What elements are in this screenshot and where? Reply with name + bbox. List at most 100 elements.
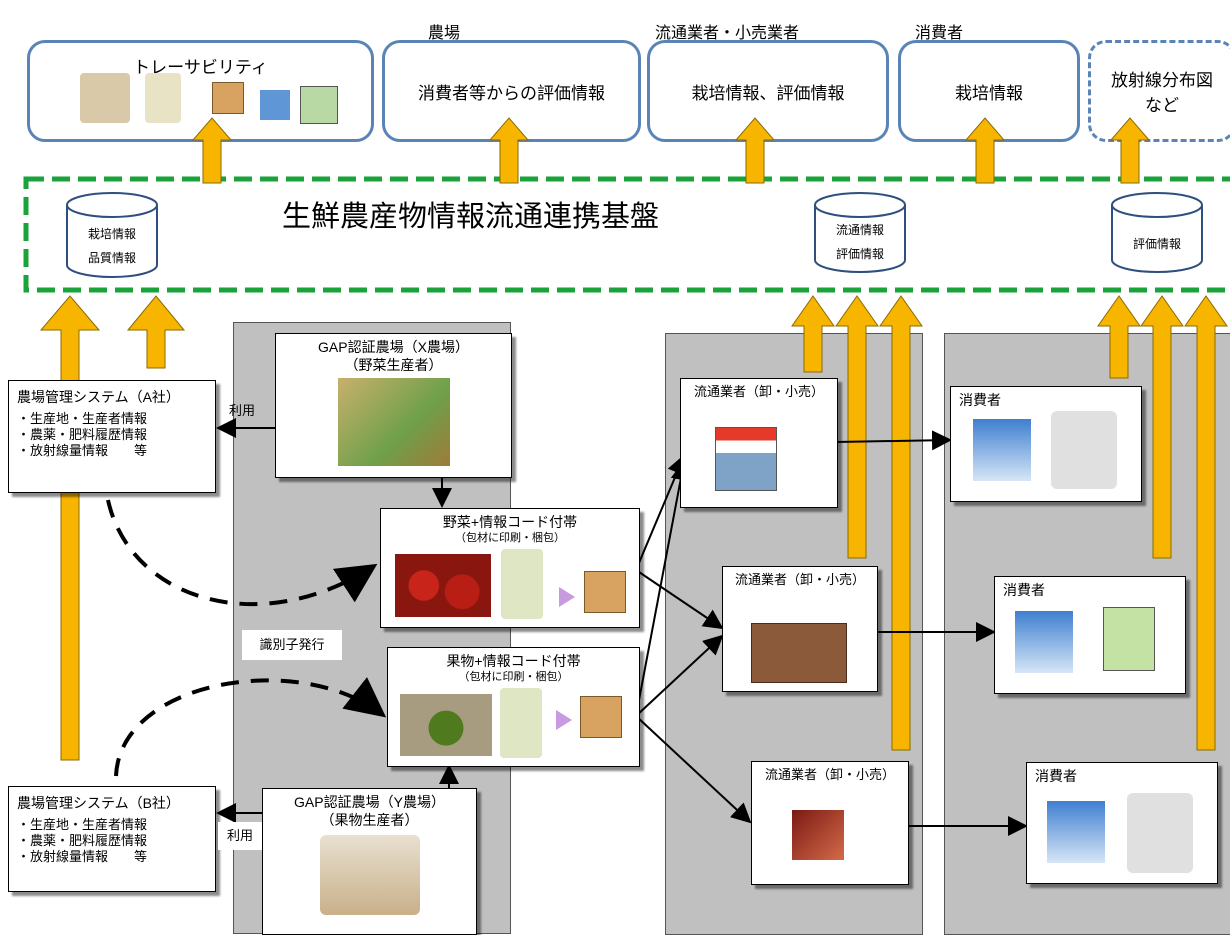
- cart-icon-3: [1127, 793, 1193, 873]
- use-label-a: 利用: [229, 403, 256, 418]
- veg-pack-box: 野菜+情報コード付帯 （包材に印刷・梱包）: [380, 508, 640, 628]
- farm-y-title: GAP認証農場（Y農場）: [294, 794, 445, 810]
- arrow-fruit-d2: [635, 634, 724, 717]
- db-cylinder-2: [814, 192, 906, 273]
- db3-text: 評価情報: [1117, 232, 1197, 256]
- system-a-title: 農場管理システム（A社）: [17, 389, 180, 405]
- id-issue-text: 識別子発行: [259, 637, 325, 652]
- box-icon: [212, 82, 244, 114]
- distributor-box-2: 流通業者（卸・小売）: [722, 566, 878, 692]
- up-arrow-3: [734, 117, 776, 184]
- pack-arrow-icon-2: [556, 710, 572, 730]
- use-label-b-text: 利用: [226, 828, 253, 843]
- farm-x-image: [337, 378, 450, 466]
- farm-y-subtitle: （果物生産者）: [320, 812, 419, 828]
- system-b-title: 農場管理システム（B社）: [17, 795, 180, 811]
- consumer-label: 消費者: [915, 25, 964, 42]
- up-arrow-a-sys: [39, 295, 101, 761]
- system-b-item-1: ・生産地・生産者情報: [17, 817, 148, 832]
- consumer-box-3: 消費者: [1026, 762, 1218, 884]
- fruit-pack-box: 果物+情報コード付帯 （包材に印刷・梱包）: [387, 647, 640, 767]
- up-arrow-dist-3: [879, 295, 923, 751]
- id-issue-label: 識別子発行: [242, 630, 342, 660]
- arrow-fruit-d1: [635, 460, 691, 717]
- packer-icon: [145, 73, 181, 123]
- cart-icon-2: [1103, 607, 1155, 671]
- farm-y-box: GAP認証農場（Y農場） （果物生産者）: [262, 788, 477, 935]
- db-cylinder-1: [66, 192, 158, 278]
- farm-x-subtitle: （野菜生産者）: [344, 357, 443, 373]
- dashed-curve-b: [114, 677, 387, 777]
- system-a-item-1: ・生産地・生産者情報: [17, 411, 148, 426]
- pack-arrow-icon: [559, 587, 575, 607]
- db2-line-1: 流通情報: [835, 223, 884, 237]
- packer-image-2: [500, 688, 542, 758]
- radiation-box: 放射線分布図 など: [1088, 40, 1230, 142]
- fruit-image: [400, 694, 492, 756]
- up-arrow-2: [488, 117, 530, 184]
- up-arrow-a-sys-2: [126, 295, 186, 369]
- db2-text: 流通情報 評価情報: [820, 218, 900, 266]
- arrow-d1-c1: [835, 430, 952, 451]
- fruit-pack-title: 果物+情報コード付帯: [446, 653, 581, 669]
- supermarket-icon: [792, 810, 844, 860]
- distributor-1-label: 流通業者（卸・小売）: [693, 384, 824, 399]
- distributor-box-3: 流通業者（卸・小売）: [751, 761, 909, 885]
- arrow-fruit-d3: [635, 715, 752, 824]
- db-cylinder-3: [1111, 192, 1203, 273]
- system-b-box: 農場管理システム（B社） ・生産地・生産者情報 ・農薬・肥料履歴情報 ・放射線量…: [8, 786, 216, 892]
- distributor-3-label: 流通業者（卸・小売）: [764, 767, 895, 782]
- farm-eval-text: 消費者等からの評価情報: [418, 83, 605, 103]
- db1-text: 栽培情報 品質情報: [72, 222, 152, 270]
- phone-icon: [260, 90, 290, 120]
- farmer-icon: [80, 73, 130, 123]
- up-arrow-dist-2: [835, 295, 879, 559]
- radiation-text-1: 放射線分布図: [1111, 71, 1213, 90]
- platform-border: [23, 176, 1230, 293]
- farm-x-title: GAP認証農場（X農場）: [318, 339, 469, 355]
- consumer-box-2: 消費者: [994, 576, 1186, 694]
- use-label-b: 利用: [218, 822, 262, 850]
- distributor-2-label: 流通業者（卸・小売）: [734, 572, 865, 587]
- consumer-2-label: 消費者: [1003, 582, 1045, 598]
- shopper-icon: [300, 86, 338, 124]
- traceability-title: トレーサビリティ: [133, 58, 268, 77]
- system-b-item-2: ・農薬・肥料履歴情報: [17, 833, 148, 848]
- packer-image: [501, 549, 543, 619]
- distributor-box-1: 流通業者（卸・小売）: [680, 378, 838, 508]
- farm-label: 農場: [428, 25, 461, 42]
- dashed-curve-a: [106, 499, 378, 607]
- warehouse-icon: [751, 623, 847, 683]
- db1-line-1: 栽培情報: [87, 227, 136, 241]
- consumer-box-1: 消費者: [950, 386, 1142, 502]
- db2-line-2: 評価情報: [835, 247, 884, 261]
- farm-x-box: GAP認証農場（X農場） （野菜生産者）: [275, 333, 512, 478]
- radiation-text-2: など: [1145, 96, 1179, 115]
- pack-box-icon: [584, 571, 626, 613]
- farmer-image: [319, 835, 420, 915]
- consumer-3-label: 消費者: [1035, 768, 1077, 784]
- system-b-item-3: ・放射線量情報 等: [17, 849, 148, 864]
- veg-pack-title: 野菜+情報コード付帯: [442, 514, 578, 530]
- pack-box-icon-2: [580, 696, 622, 738]
- distributor-label: 流通業者・小売業者: [655, 25, 800, 42]
- up-arrow-5: [1109, 117, 1151, 184]
- tomato-image: [395, 554, 491, 617]
- up-arrow-4: [964, 117, 1006, 184]
- arrow-veg-d2: [635, 569, 724, 630]
- dist-info-text: 栽培情報、評価情報: [691, 83, 845, 103]
- cart-icon-1: [1051, 411, 1117, 489]
- fruit-pack-subtitle: （包材に印刷・梱包）: [458, 671, 569, 683]
- db1-line-2: 品質情報: [87, 251, 136, 265]
- cons-info-text: 栽培情報: [955, 83, 1023, 103]
- system-a-item-2: ・農薬・肥料履歴情報: [17, 427, 148, 442]
- up-arrow-dist-1: [791, 295, 835, 373]
- platform-title: 生鮮農産物情報流通連携基盤: [282, 201, 660, 233]
- up-arrow-cons-1: [1097, 295, 1141, 379]
- arrow-veg-d1: [635, 454, 687, 571]
- up-arrow-1: [191, 117, 233, 184]
- phone-icon-3: [1047, 801, 1105, 863]
- system-a-box: 農場管理システム（A社） ・生産地・生産者情報 ・農薬・肥料履歴情報 ・放射線量…: [8, 380, 216, 493]
- db3-line-1: 評価情報: [1132, 237, 1181, 251]
